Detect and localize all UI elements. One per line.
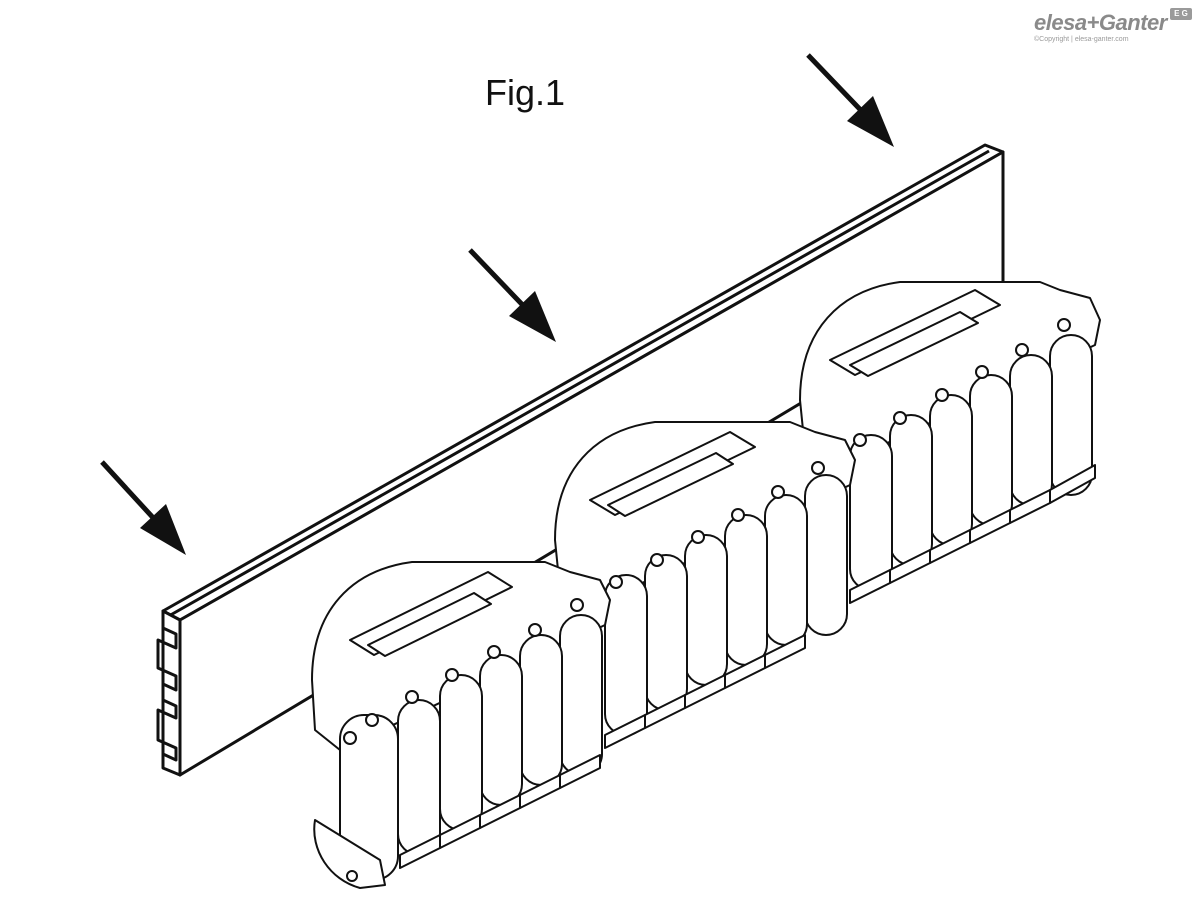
arrows: [100, 53, 894, 555]
chain-module: [799, 281, 1101, 591]
brand-mark-icon: E G: [1170, 8, 1192, 20]
figure-title: Fig.1: [485, 72, 566, 113]
rollers: [339, 614, 603, 881]
chain-module: [554, 421, 856, 736]
brand-copyright: ©Copyright | elesa-ganter.com: [1034, 36, 1129, 43]
roller-chain: [311, 281, 1101, 889]
chain-module: [311, 561, 611, 889]
arrow-icon: [806, 53, 894, 147]
rollers: [849, 334, 1093, 591]
arrow-icon: [468, 248, 556, 342]
brand-name: elesa+Ganter: [1034, 10, 1167, 35]
arrow-icon: [100, 460, 186, 555]
rollers: [604, 474, 848, 736]
link-plates: [399, 464, 1096, 869]
pins: [365, 318, 1071, 727]
brand-logo: elesa+Ganter E G ©Copyright | elesa-gant…: [1030, 8, 1195, 46]
